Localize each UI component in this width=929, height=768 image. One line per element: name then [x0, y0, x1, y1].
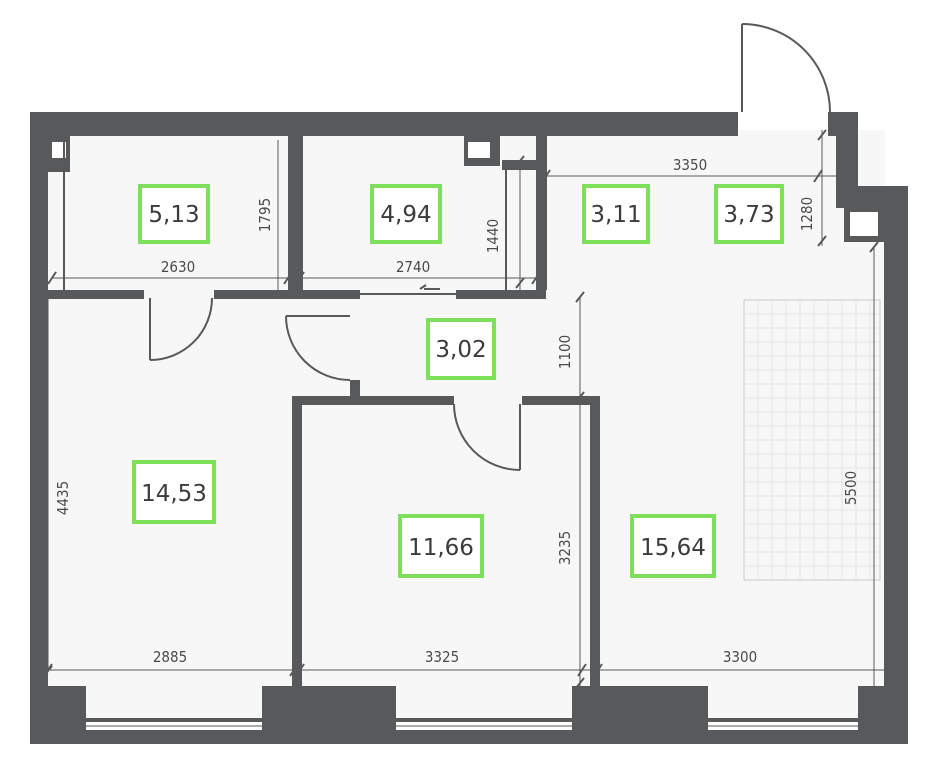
- dim-1280: 1280: [798, 197, 816, 231]
- dim-2885: 2885: [153, 648, 187, 666]
- dim-3235: 3235: [556, 531, 574, 565]
- dim-1440: 1440: [484, 219, 502, 253]
- area-closet-value: 3,73: [723, 202, 774, 228]
- glazed-wall: [743, 299, 881, 581]
- outer-walls: [30, 112, 908, 744]
- area-corridor-value: 3,02: [435, 337, 486, 363]
- area-hall-top-value: 3,11: [590, 202, 641, 228]
- dim-1100: 1100: [556, 335, 574, 369]
- area-wc1-value: 5,13: [148, 202, 199, 228]
- area-bedroom-left: 14,53: [132, 460, 216, 524]
- area-living-value: 15,64: [640, 535, 706, 561]
- area-bedroom-left-value: 14,53: [141, 481, 207, 507]
- area-wc1: 5,13: [138, 184, 210, 244]
- dim-2630: 2630: [161, 258, 195, 276]
- dim-5500: 5500: [842, 471, 860, 505]
- area-bedroom-mid-value: 11,66: [408, 535, 474, 561]
- doors: [149, 23, 831, 471]
- dimension-labels: 2630 1795 2740 1440 3350 1280 1100 4435 …: [54, 156, 860, 666]
- area-living: 15,64: [630, 514, 716, 578]
- dim-3325: 3325: [425, 648, 459, 666]
- area-bedroom-mid: 11,66: [398, 514, 484, 578]
- windows: [86, 722, 858, 730]
- dim-1795: 1795: [256, 198, 274, 232]
- dim-4435: 4435: [54, 481, 72, 515]
- dim-2740: 2740: [396, 258, 430, 276]
- area-bath: 4,94: [370, 184, 442, 244]
- area-labels: 5,13 4,94 3,11 3,73 3,02 14,53 11,66 15: [132, 184, 784, 578]
- room-outlines: [63, 136, 547, 290]
- dim-3300: 3300: [723, 648, 757, 666]
- area-bath-value: 4,94: [380, 202, 431, 228]
- dimension-lines: [43, 129, 884, 722]
- area-closet: 3,73: [714, 184, 784, 244]
- area-hall-top: 3,11: [582, 184, 650, 244]
- area-corridor: 3,02: [426, 318, 496, 380]
- dim-3350: 3350: [673, 156, 707, 174]
- shafts: [52, 142, 878, 236]
